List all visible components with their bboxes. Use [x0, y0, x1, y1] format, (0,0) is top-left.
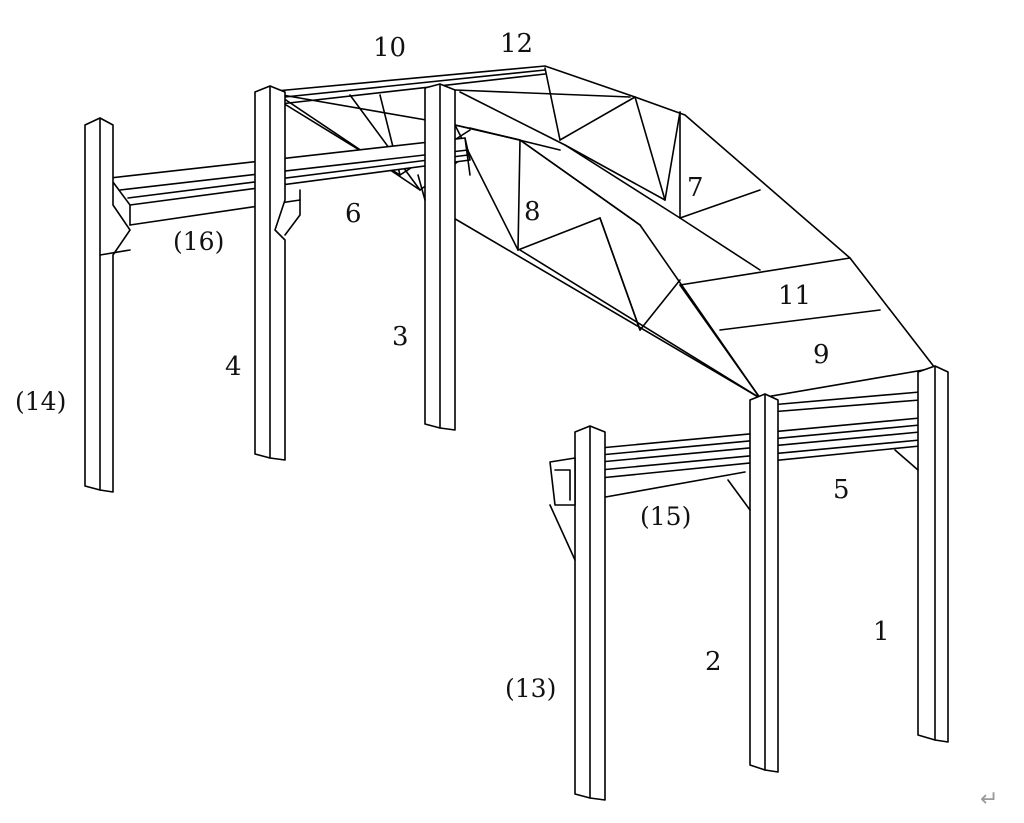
column-3 [417, 83, 456, 431]
label-16: (16) [173, 227, 224, 256]
label-3: 3 [392, 322, 409, 352]
column-1 [894, 365, 949, 743]
column-13 [549, 425, 606, 801]
label-9: 9 [813, 340, 830, 370]
label-1: 1 [873, 617, 890, 647]
label-6: 6 [345, 199, 362, 229]
label-2: 2 [705, 647, 722, 677]
return-mark: ↵ [980, 787, 998, 812]
label-10: 10 [373, 33, 406, 63]
label-5: 5 [833, 475, 850, 505]
column-4 [254, 85, 301, 461]
label-8: 8 [524, 197, 541, 227]
roof-truss [264, 65, 936, 399]
label-12: 12 [500, 29, 533, 59]
label-11: 11 [778, 281, 811, 311]
column-2 [727, 393, 779, 773]
label-15: (15) [640, 502, 691, 531]
label-7: 7 [687, 173, 704, 203]
column-14 [84, 117, 131, 493]
label-4: 4 [225, 352, 242, 382]
beam-rear [109, 137, 471, 226]
label-13: (13) [505, 674, 556, 703]
label-14: (14) [15, 387, 66, 416]
member-labels: 1 2 3 4 5 6 7 8 9 10 11 12 (13) (14) (15… [15, 29, 890, 703]
